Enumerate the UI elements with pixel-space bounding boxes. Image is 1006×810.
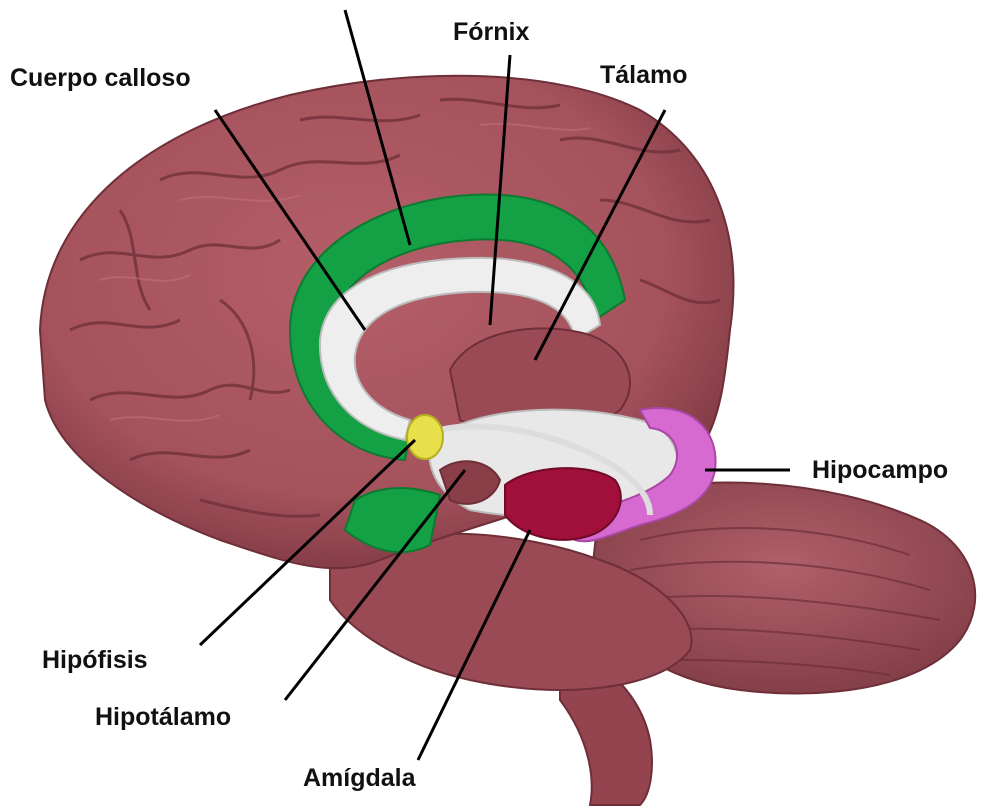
amygdala bbox=[505, 468, 621, 540]
label-fornix: Fórnix bbox=[453, 20, 529, 45]
label-hypothalamus: Hipotálamo bbox=[95, 705, 231, 730]
label-amygdala: Amígdala bbox=[303, 766, 416, 791]
label-thalamus: Tálamo bbox=[600, 63, 688, 88]
label-hippocampus: Hipocampo bbox=[812, 458, 948, 483]
pituitary-gland bbox=[407, 415, 443, 459]
label-corpus-callosum: Cuerpo calloso bbox=[10, 66, 191, 91]
label-pituitary: Hipófisis bbox=[42, 648, 148, 673]
